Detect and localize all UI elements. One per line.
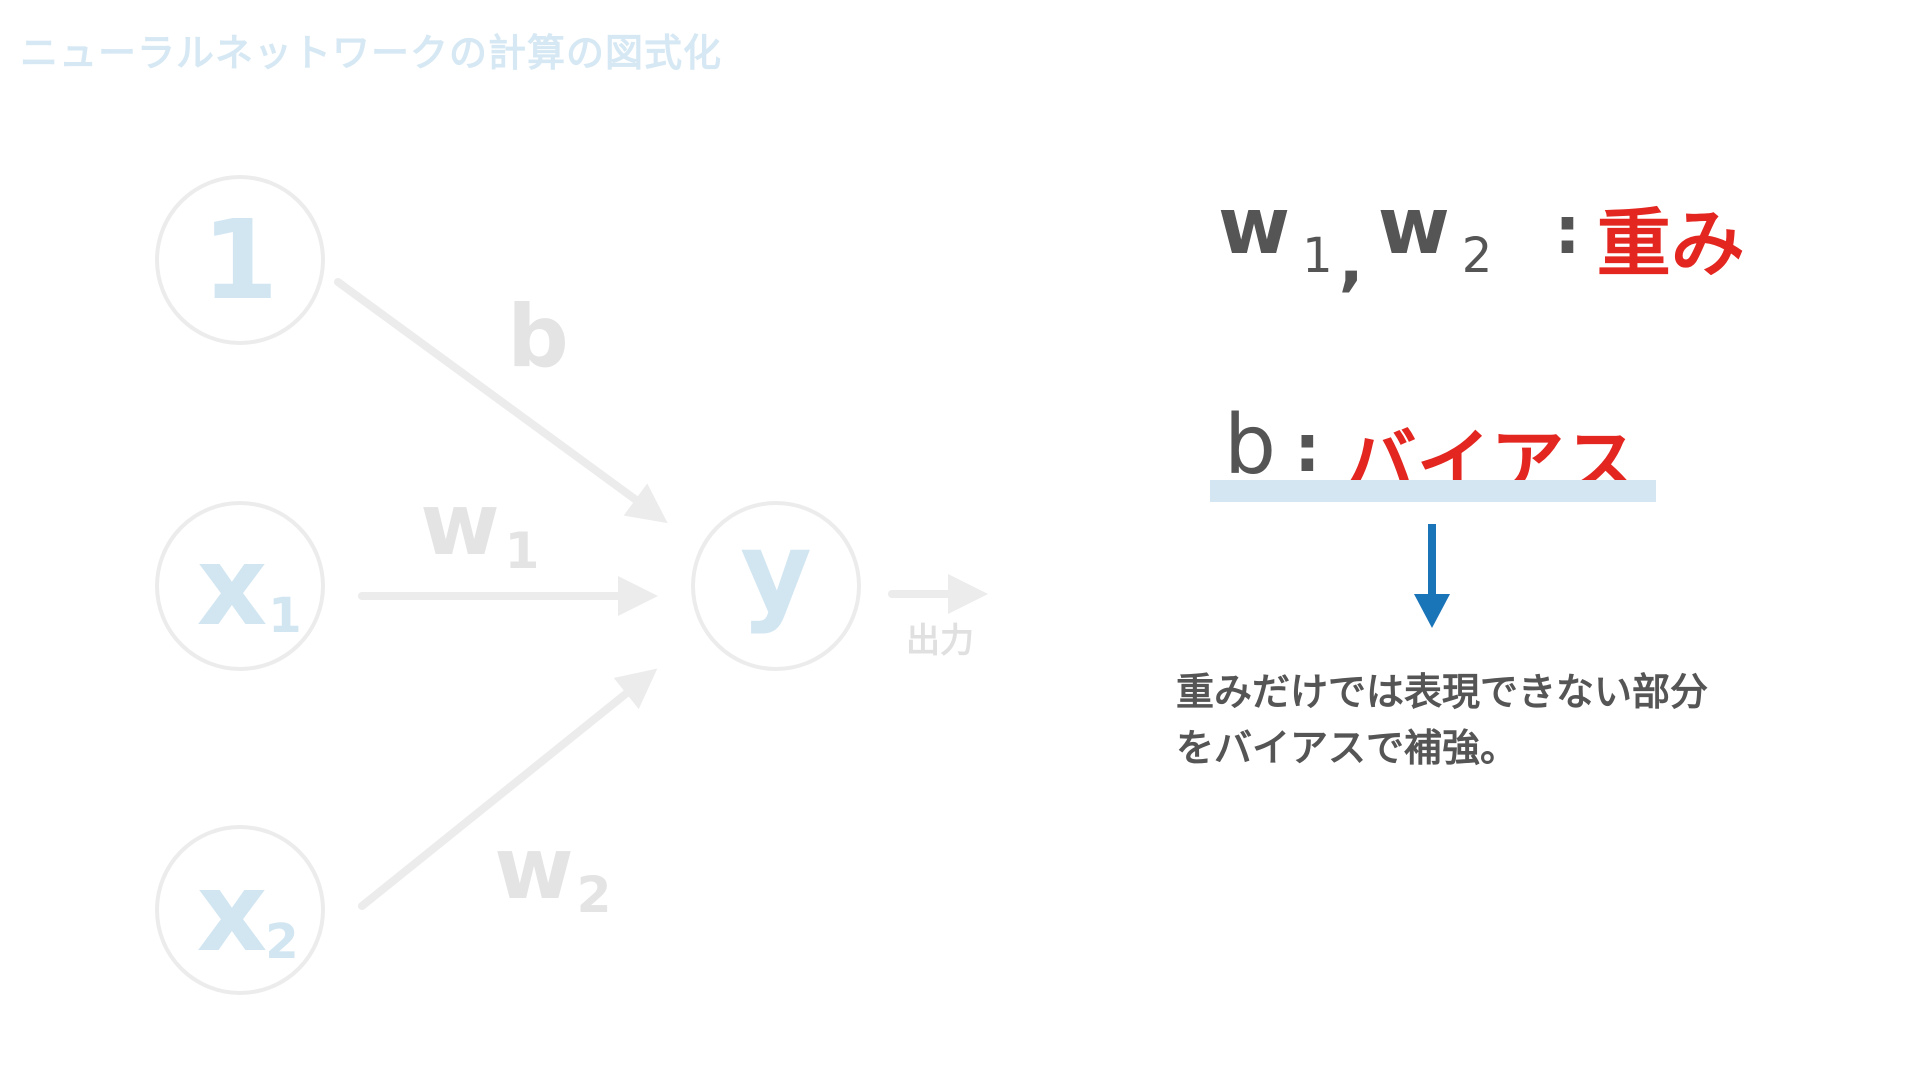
output-label: 出力 <box>906 621 974 661</box>
node-x2-subscript: 2 <box>265 914 298 970</box>
edge-x2-subscript: 2 <box>577 866 612 924</box>
edge-bias-label: b <box>507 287 569 387</box>
weight-subscript-1: 1 <box>1302 228 1333 284</box>
bias-explanation: 重みだけでは表現できない部分 をバイアスで補強。 <box>1176 664 1816 776</box>
node-y: y <box>691 501 861 671</box>
explanation-line-2: をバイアスで補強。 <box>1176 726 1519 770</box>
down-arrow-icon <box>1414 524 1450 628</box>
edge-x2-label: w <box>494 819 573 919</box>
weight-separator: , <box>1338 222 1364 299</box>
bias-symbol: b <box>1224 398 1277 493</box>
node-bias: 1 <box>155 175 325 345</box>
explanation-line-1: 重みだけでは表現できない部分 <box>1176 670 1709 714</box>
page-title: ニューラルネットワークの計算の図式化 <box>20 31 723 75</box>
edge-x1-subscript: 1 <box>505 522 540 580</box>
node-x1-subscript: 1 <box>268 588 301 644</box>
node-x2-label: x <box>197 848 268 976</box>
edge-bias-arrow <box>334 278 668 524</box>
node-bias-label: 1 <box>202 196 279 324</box>
node-x1: x 1 <box>155 501 325 671</box>
node-x2: x 2 <box>155 825 325 995</box>
weight-symbol-2: w <box>1377 182 1450 272</box>
edge-x1-label: w <box>420 475 499 575</box>
weight-subscript-2: 2 <box>1461 228 1493 284</box>
bias-colon: : <box>1294 410 1321 487</box>
weights-term: 重み <box>1596 201 1745 287</box>
edge-x2-arrow <box>358 668 658 910</box>
bias-highlight-band <box>1210 480 1656 502</box>
weight-symbol-1: w <box>1218 182 1291 272</box>
node-y-label: y <box>740 508 812 636</box>
weights-colon: : <box>1554 192 1581 269</box>
node-x1-label: x <box>197 522 268 650</box>
